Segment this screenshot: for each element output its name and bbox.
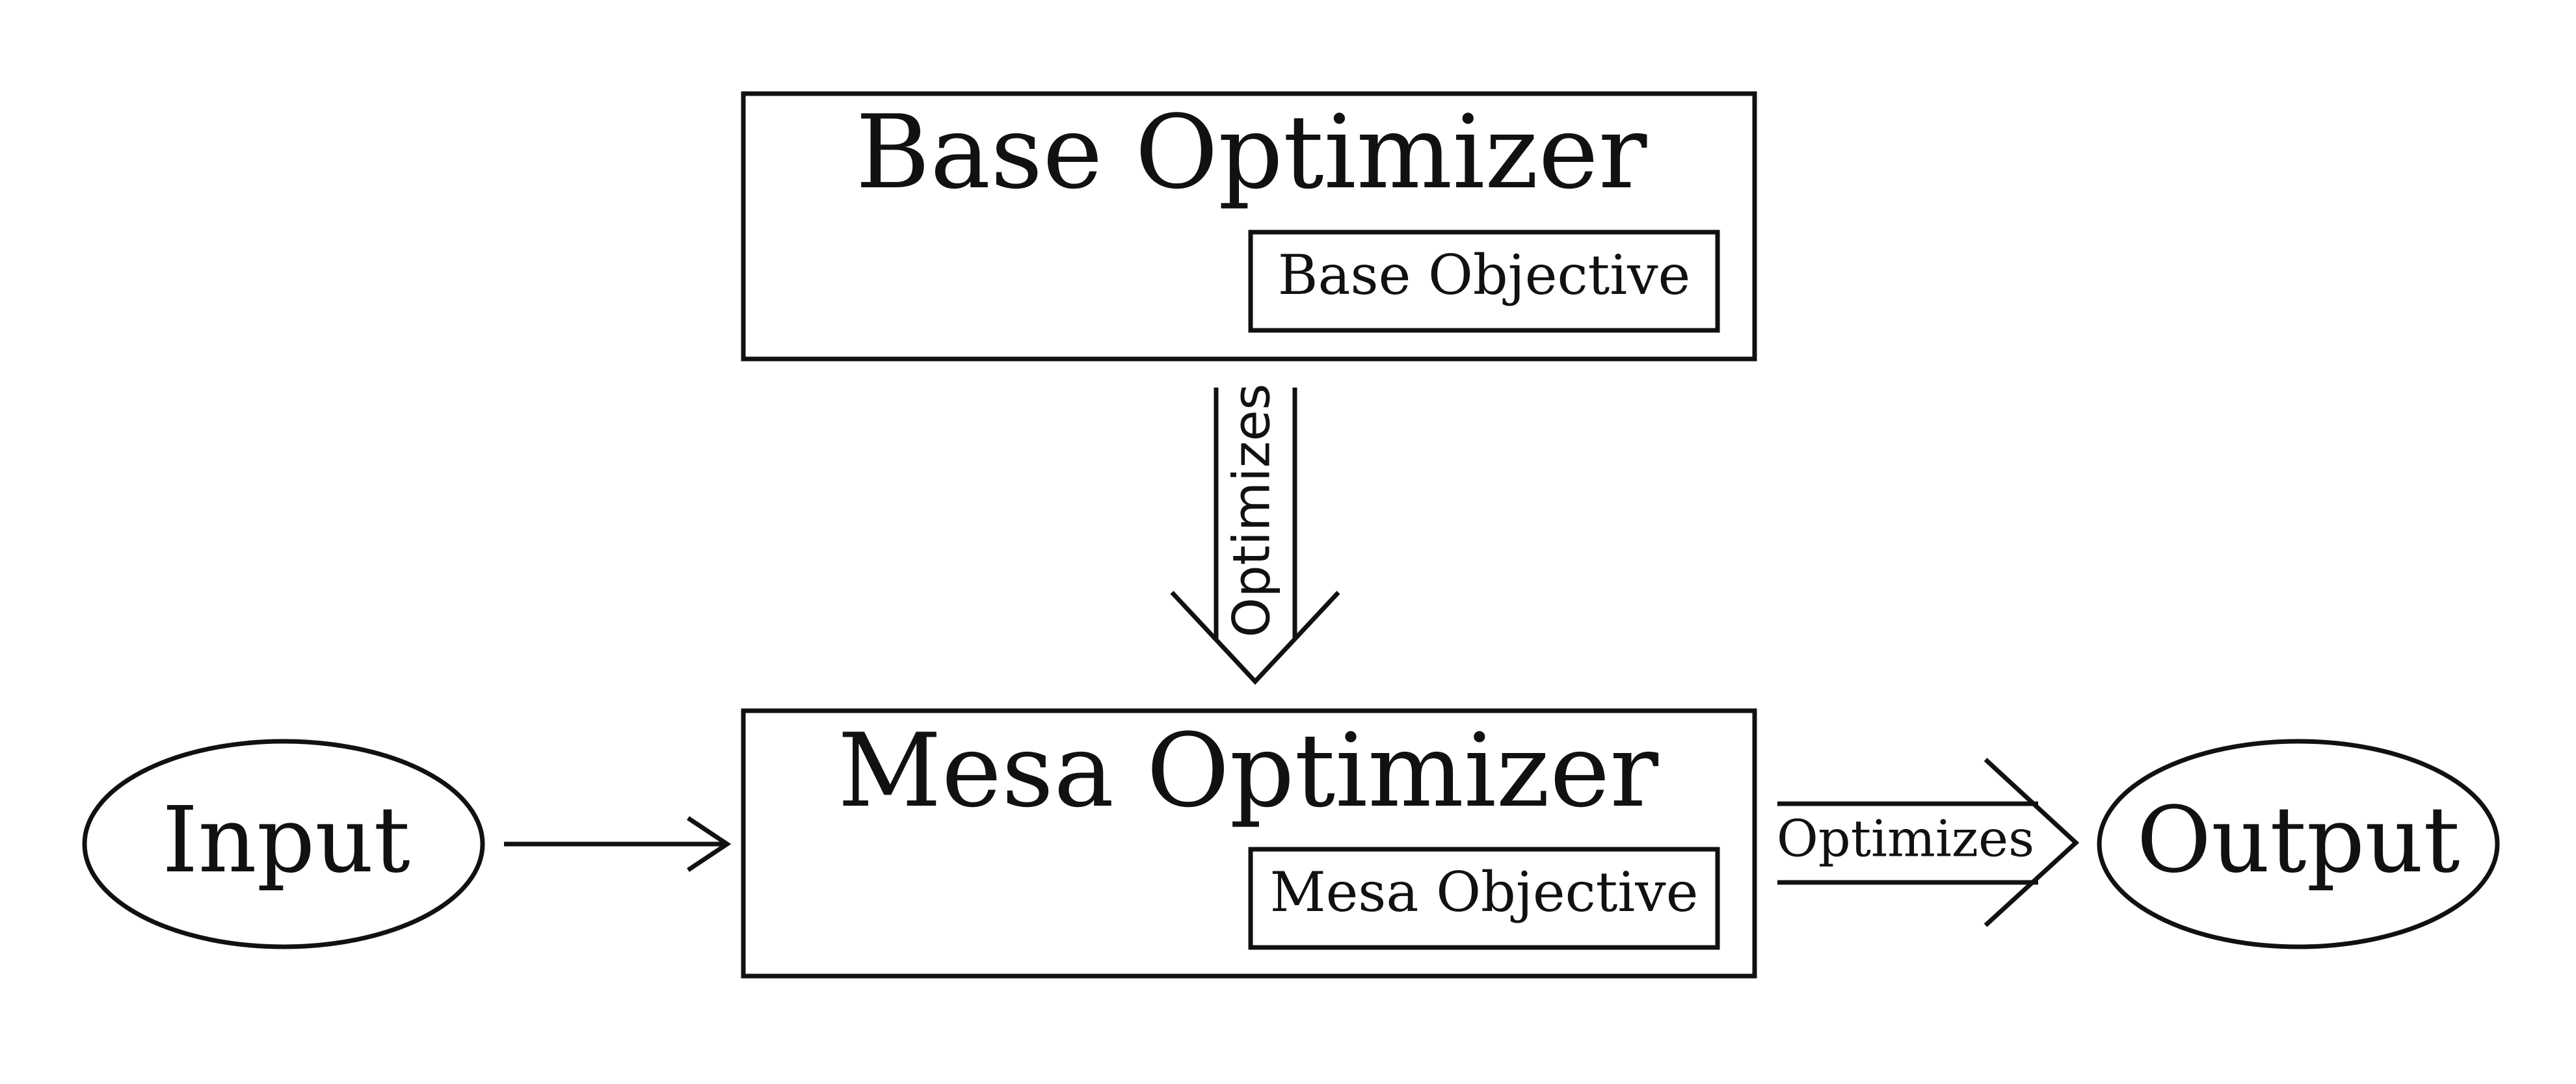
- mesa-objective-label: Mesa Objective: [1270, 860, 1699, 924]
- output-label: Output: [2136, 787, 2460, 893]
- input-to-mesa-arrow: [504, 816, 732, 872]
- output-ellipse: [2097, 739, 2500, 949]
- input-label: Input: [162, 787, 410, 893]
- input-ellipse: [82, 739, 485, 949]
- base-objective-label: Base Objective: [1278, 243, 1691, 307]
- mesa-optimizer-title: Mesa Optimizer: [838, 711, 1658, 830]
- base-to-mesa-arrow-label: Optimizes: [1223, 384, 1281, 637]
- base-objective-box: [1248, 230, 1720, 333]
- mesa-to-output-arrow: [1777, 758, 2080, 927]
- base-optimizer-title: Base Optimizer: [856, 93, 1647, 211]
- mesa-optimizer-node: [741, 708, 1757, 979]
- mesa-optimizer-box: [741, 708, 1757, 979]
- base-optimizer-node: [741, 91, 1757, 362]
- mesa-objective-box: [1248, 847, 1720, 950]
- mesa-to-output-arrow-label: Optimizes: [1777, 810, 2034, 869]
- base-optimizer-box: [741, 91, 1757, 362]
- base-to-mesa-arrow: [1170, 388, 1340, 685]
